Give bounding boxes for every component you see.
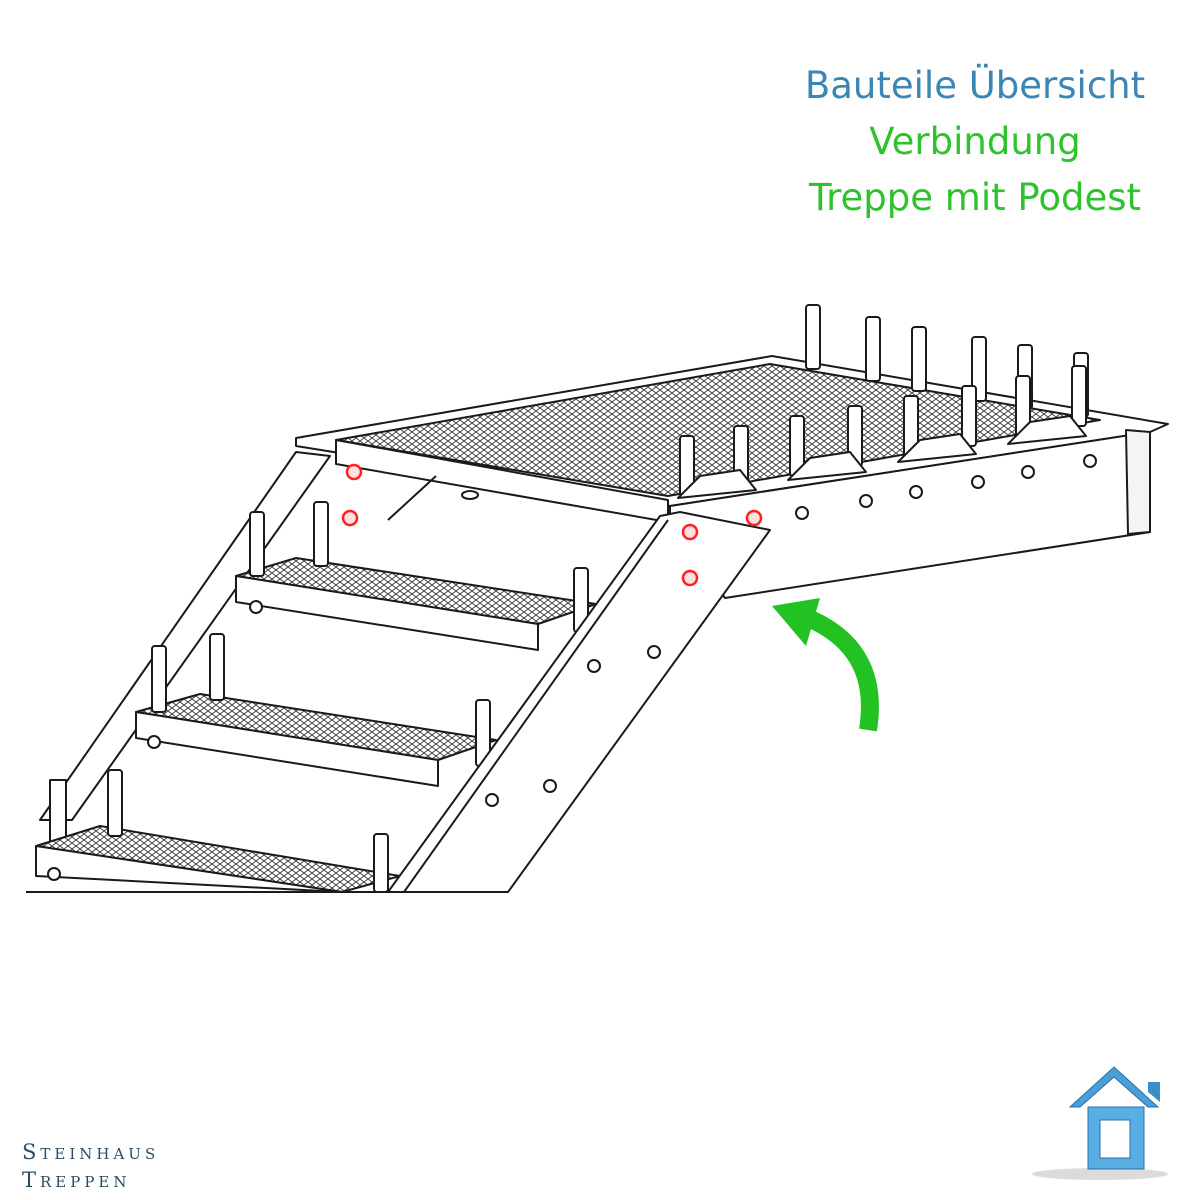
post-bracket: [787, 451, 867, 481]
front-stringer: [387, 511, 771, 893]
railing-post: [107, 769, 123, 837]
front-stringer-plate: [387, 511, 771, 893]
post-bracket: [677, 469, 757, 499]
landing-brace: [387, 475, 437, 521]
railing-post: [961, 385, 977, 447]
step-2: [135, 633, 497, 787]
bolt: [543, 779, 557, 793]
bolt: [1083, 454, 1097, 468]
railing-post: [151, 645, 167, 713]
curved-arrow-icon: [772, 598, 879, 732]
railing-post: [911, 326, 927, 392]
brand-wordmark: Steinhaus Treppen: [22, 1138, 159, 1194]
title-line-1: Bauteile Übersicht: [804, 64, 1146, 107]
landing-railing-posts: [677, 304, 1089, 499]
bolt: [795, 506, 809, 520]
step-front-edge: [135, 711, 439, 787]
back-stringer: [39, 451, 331, 847]
bolt: [909, 485, 923, 499]
bolt: [485, 793, 499, 807]
highlight-bolt: [681, 569, 699, 587]
landing-end-frame: [1125, 429, 1151, 535]
title-block: Bauteile Übersicht Verbindung Treppe mit…: [740, 58, 1200, 226]
highlight-bolt: [345, 463, 363, 481]
railing-post: [971, 336, 987, 402]
railing-post: [209, 633, 225, 701]
highlight-bolt: [341, 509, 359, 527]
railing-post: [249, 511, 265, 577]
brand-line-1: Steinhaus: [22, 1140, 160, 1164]
bolt: [647, 645, 661, 659]
railing-post: [865, 316, 881, 382]
bolt: [1021, 465, 1035, 479]
back-stringer-plate: [39, 451, 331, 821]
bolt: [147, 735, 161, 749]
bolt: [587, 659, 601, 673]
bolt: [249, 600, 263, 614]
railing-post: [805, 304, 821, 370]
step-1: [235, 501, 597, 651]
step-front-edge: [35, 845, 343, 893]
house-logo-icon: [1032, 1066, 1168, 1180]
title-line-2: Verbindung: [869, 120, 1081, 163]
railing-post: [373, 833, 389, 893]
slot-hole: [461, 490, 479, 500]
connection-bolts: [341, 463, 763, 587]
highlight-bolt: [745, 509, 763, 527]
stringer-post: [49, 779, 67, 847]
post-bracket: [1007, 415, 1087, 445]
title-line-3: Treppe mit Podest: [808, 176, 1142, 219]
brand-line-2: Treppen: [22, 1168, 131, 1192]
post-bracket: [897, 433, 977, 463]
front-stringer-edge: [403, 519, 669, 893]
railing-post: [313, 501, 329, 567]
bolt: [47, 867, 61, 881]
railing-post: [1071, 365, 1087, 427]
highlight-bolt: [681, 523, 699, 541]
step-front-edge: [235, 575, 539, 651]
bolt: [859, 494, 873, 508]
bolt: [971, 475, 985, 489]
landing-bolts: [795, 454, 1097, 520]
